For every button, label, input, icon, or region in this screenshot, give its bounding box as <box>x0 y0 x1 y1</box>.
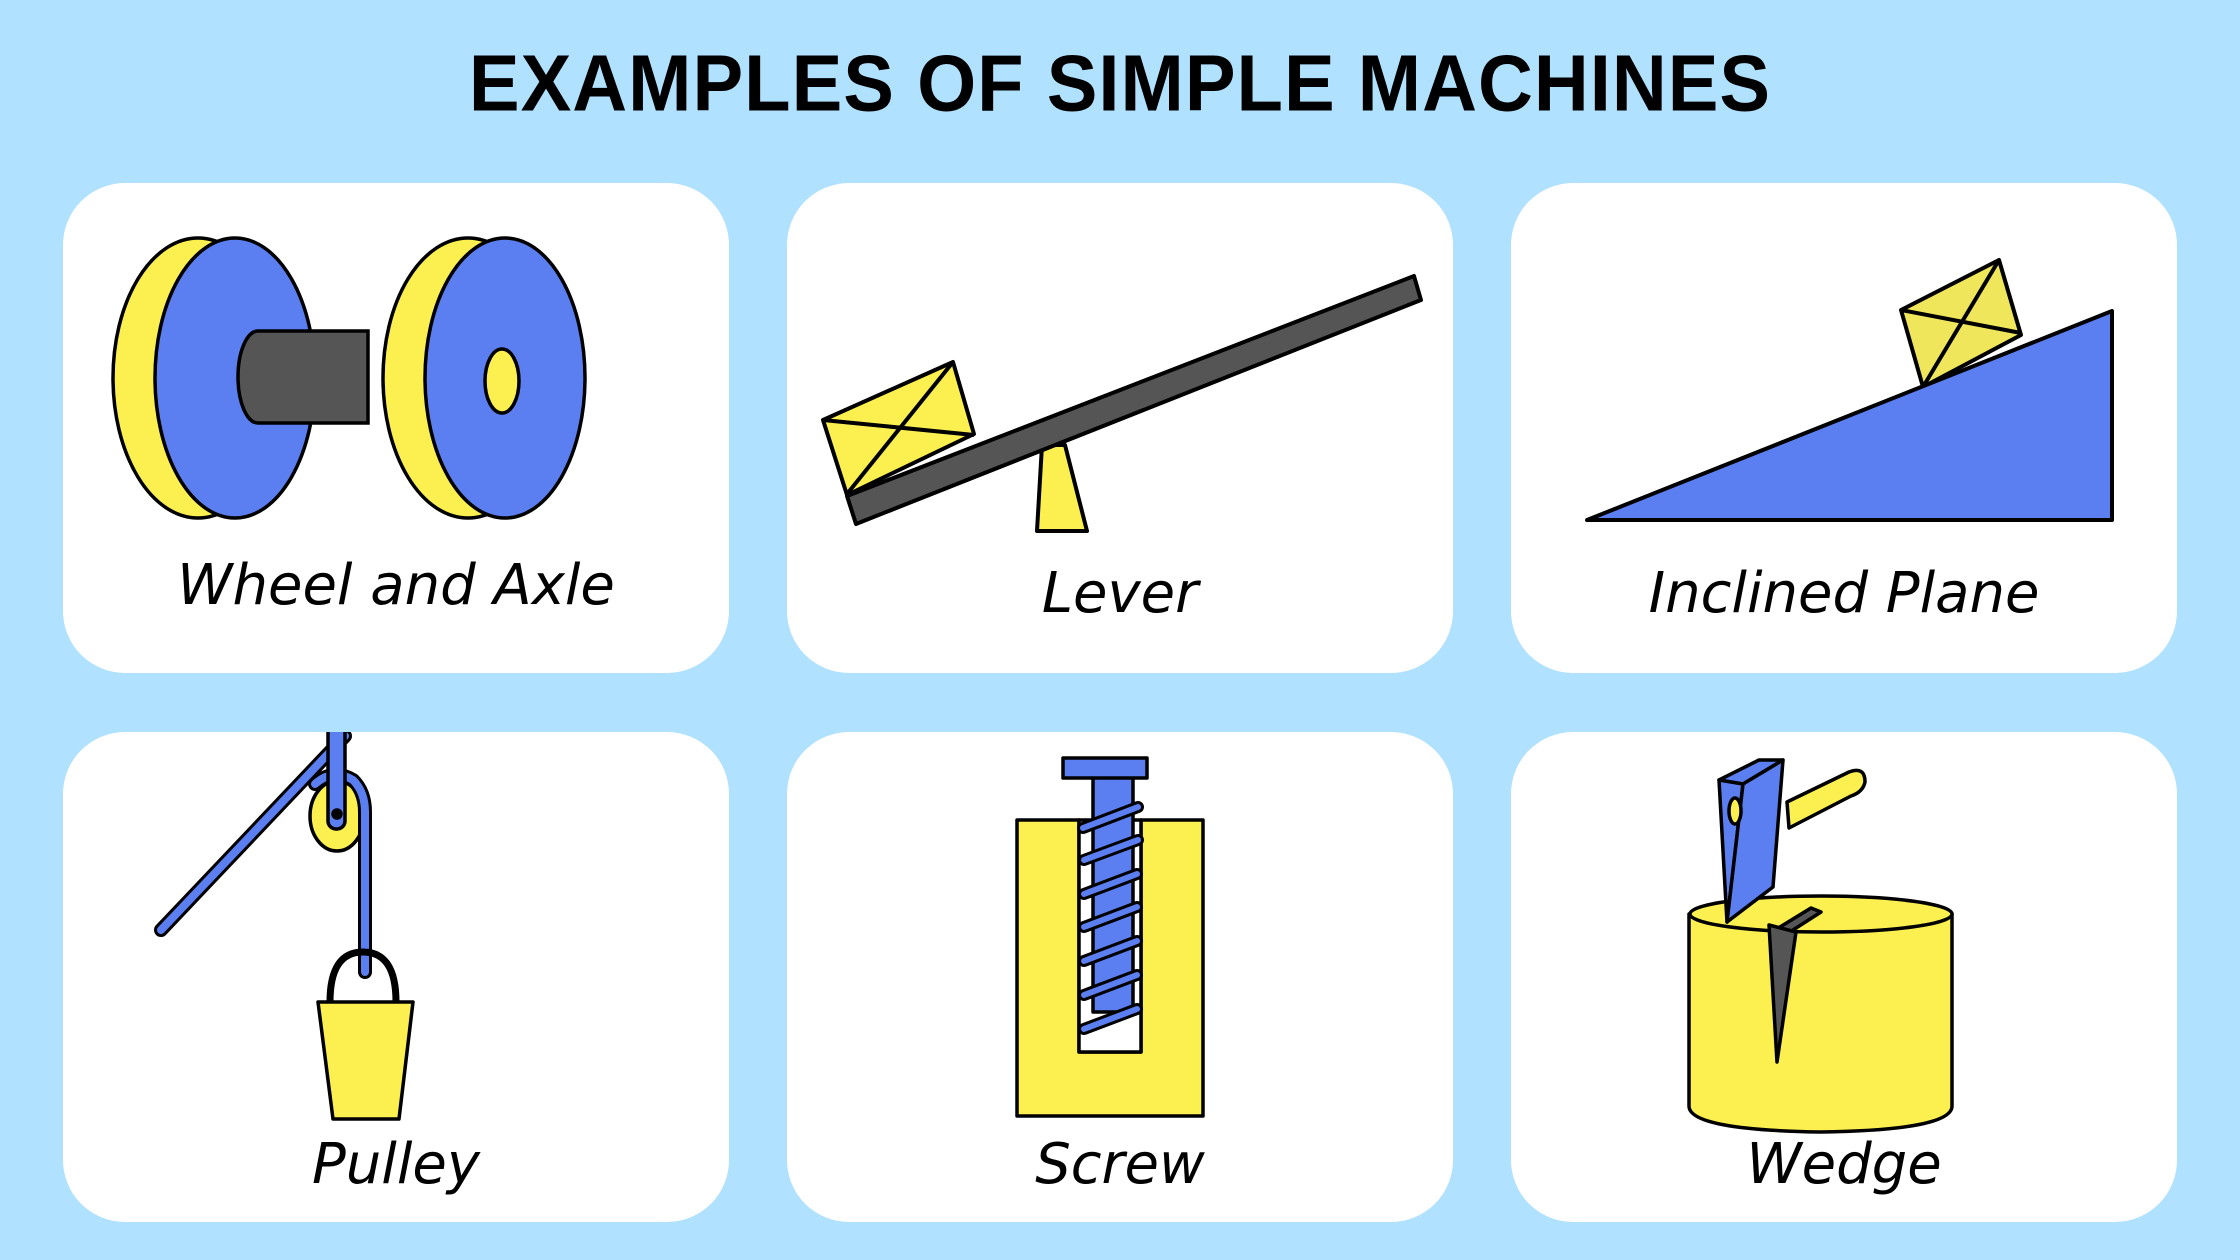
screw-icon <box>1015 756 1205 1118</box>
machine-label: Inclined Plane <box>1648 561 2040 626</box>
page-title: EXAMPLES OF SIMPLE MACHINES <box>468 38 1772 129</box>
card-wedge: Wedge <box>1511 732 2177 1222</box>
wheel-and-axle-icon <box>111 236 587 520</box>
lever-icon <box>821 274 1423 533</box>
machine-label: Wedge <box>1746 1132 1942 1197</box>
machine-label: Lever <box>1041 561 1199 626</box>
inclined-plane-icon <box>1585 258 2114 522</box>
pulley-icon <box>154 732 415 1121</box>
wedge-icon <box>1687 758 1954 1134</box>
card-screw: Screw <box>787 732 1453 1222</box>
card-lever: Lever <box>787 183 1453 673</box>
card-pulley: Pulley <box>63 732 729 1222</box>
machine-label: Wheel and Axle <box>177 553 615 618</box>
machine-label: Screw <box>1035 1132 1205 1197</box>
card-inclined-plane: Inclined Plane <box>1511 183 2177 673</box>
machine-label: Pulley <box>312 1132 480 1197</box>
card-wheel-and-axle: Wheel and Axle <box>63 183 729 673</box>
